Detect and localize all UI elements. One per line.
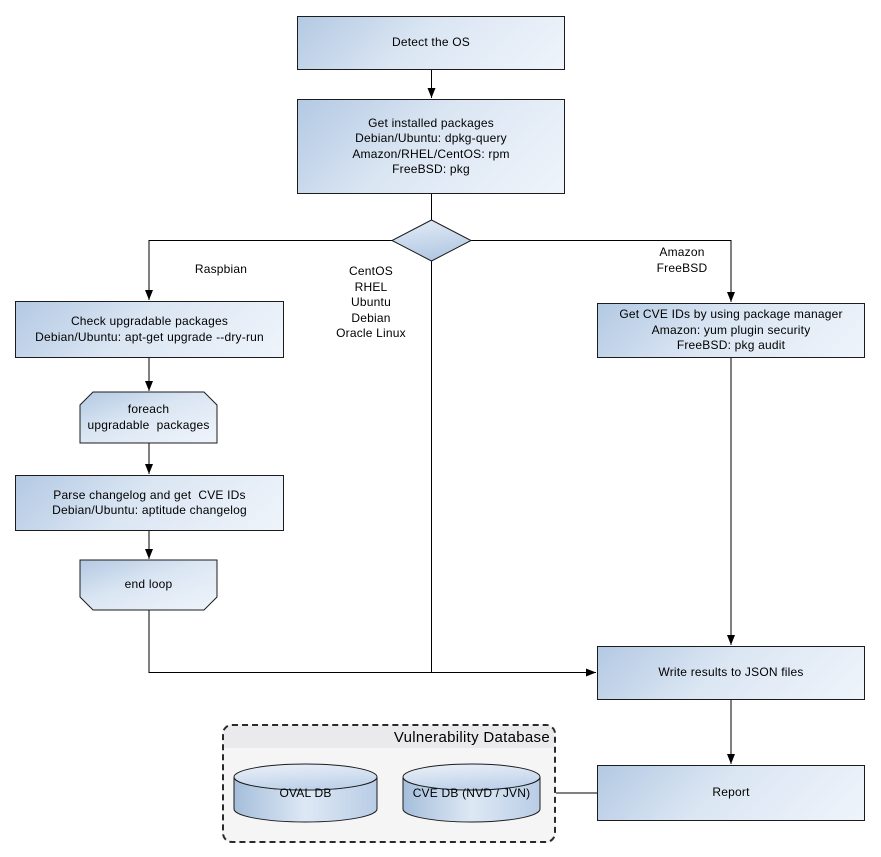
node-label-line: FreeBSD: pkg (392, 162, 470, 176)
node-label-line: Debian/Ubuntu: apt-get upgrade --dry-run (35, 329, 264, 344)
edge-decision-to-check-upgradable (145, 240, 392, 300)
node-parse-changelog: Parse changelog and get CVE IDs Debian/U… (15, 475, 284, 531)
node-get-cve-ids: Get CVE IDs by using package manager Ama… (597, 303, 865, 358)
branch-label-line: Oracle Linux (336, 326, 406, 341)
branch-label-line: FreeBSD (656, 260, 708, 275)
node-check-upgradable-packages: Check upgradable packages Debian/Ubuntu:… (15, 301, 284, 358)
branch-label-line: Raspbian (194, 262, 248, 276)
foreach-loop-label: foreach upgradable packages (80, 392, 217, 443)
node-label-line: upgradable packages (87, 417, 210, 432)
branch-label-line: CentOS (349, 264, 393, 278)
node-label-line: Check upgradable packages (70, 314, 229, 328)
cylinder-label: OVAL DB (279, 786, 332, 801)
edge-endloop-to-write (148, 610, 596, 677)
node-label-line: Get CVE IDs by using package manager (619, 307, 843, 322)
branch-label-amazon-freebsd: Amazon FreeBSD (632, 245, 732, 276)
end-loop-label: end loop (80, 560, 217, 610)
node-label-line: Parse changelog and get CVE IDs (53, 487, 246, 502)
node-label-line: Amazon/RHEL/CentOS: rpm (352, 146, 510, 161)
node-label: Detect the OS (392, 35, 470, 50)
node-label-line: Amazon: yum plugin security (651, 322, 811, 337)
branch-label-line: Debian (351, 310, 391, 325)
branch-label-line: Amazon (659, 245, 705, 259)
node-get-installed-packages: Get installed packages Debian/Ubuntu: dp… (297, 99, 565, 194)
node-write-results: Write results to JSON files (597, 646, 865, 700)
connector-lines (145, 70, 735, 794)
node-label: Report (712, 785, 750, 800)
node-report: Report (597, 765, 865, 821)
node-label-line: Debian/Ubuntu: aptitude changelog (52, 503, 247, 517)
edge-decision-to-get-cve (471, 240, 735, 302)
cylinder-cve-db (402, 763, 541, 823)
cylinder-label: CVE DB (NVD / JVN) (412, 786, 531, 801)
node-detect-os: Detect the OS (297, 16, 565, 70)
cylinder-top (233, 763, 378, 791)
decision-diamond (390, 219, 473, 262)
oval-db-label: OVAL DB (234, 786, 377, 802)
node-label-line: FreeBSD: pkg audit (676, 338, 786, 353)
cylinder-oval-db (233, 763, 378, 823)
cve-db-label: CVE DB (NVD / JVN) (403, 786, 540, 802)
node-label-line: Get installed packages (368, 115, 494, 130)
vulnerability-database-title: Vulnerability Database (224, 726, 554, 748)
branch-label-line: RHEL (354, 279, 388, 294)
node-label: end loop (124, 577, 173, 592)
branch-label-raspbian: Raspbian (171, 262, 271, 278)
branch-label-middle-os-list: CentOS RHEL Ubuntu Debian Oracle Linux (321, 264, 421, 342)
node-label: Write results to JSON files (658, 665, 804, 680)
node-label-line: foreach (127, 402, 170, 416)
branch-label-line: Ubuntu (351, 295, 391, 310)
foreach-loop-shape (79, 391, 218, 444)
cylinder-top (402, 763, 541, 791)
node-label-line: Debian/Ubuntu: dpkg-query (355, 131, 507, 145)
end-loop-shape (79, 559, 218, 611)
